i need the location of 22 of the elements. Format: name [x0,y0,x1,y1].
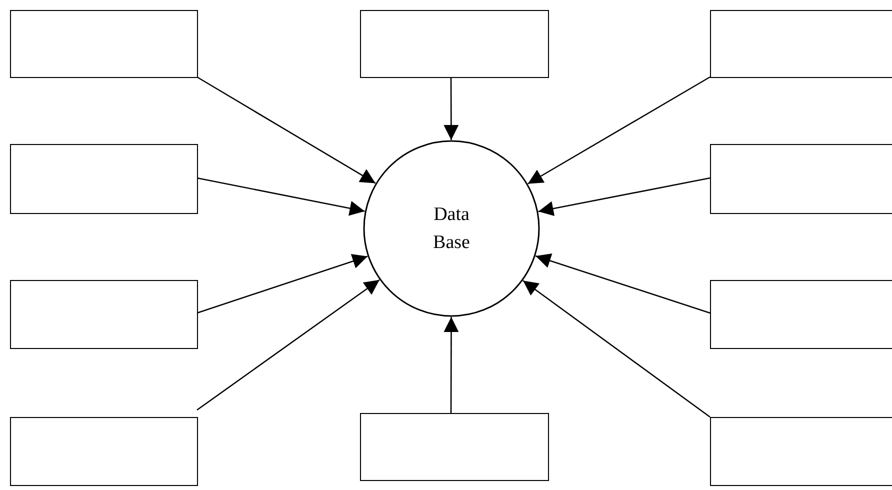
empty-box [710,417,892,486]
arrow [196,279,380,411]
empty-box [360,413,549,481]
arrow [444,77,459,140]
arrow [444,317,459,413]
empty-box [710,144,892,214]
empty-box [710,280,892,349]
empty-box [10,10,198,78]
empty-box [710,10,892,78]
empty-box [10,144,198,214]
arrow [196,254,368,314]
empty-box [10,417,198,486]
arrow [528,76,710,184]
arrow [196,76,376,184]
database-circle [363,140,540,317]
arrow [196,177,365,216]
arrow [535,254,710,314]
empty-box [10,280,198,349]
empty-box [360,10,549,78]
arrow [538,177,710,216]
arrow [522,280,710,418]
node-label: Data Base [432,202,471,254]
